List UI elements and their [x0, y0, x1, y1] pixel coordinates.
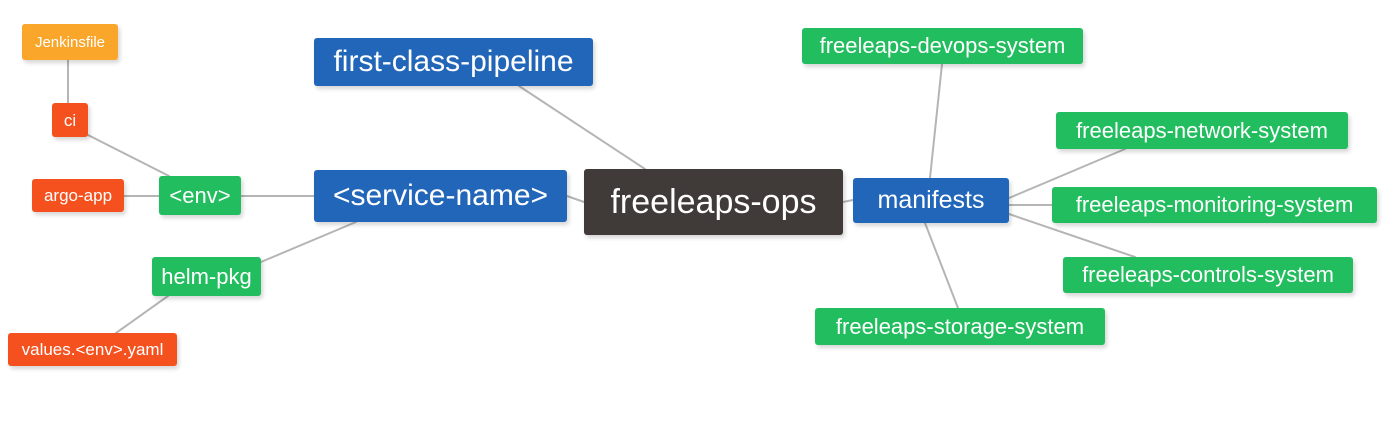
node-label-freeleaps-controls-system: freeleaps-controls-system	[1082, 262, 1334, 287]
node-first-class-pipeline[interactable]: first-class-pipeline	[314, 38, 593, 86]
node-label-values-env-yaml: values.<env>.yaml	[21, 340, 164, 359]
node-service-name[interactable]: <service-name>	[314, 170, 567, 222]
node-helm-pkg[interactable]: helm-pkg	[152, 257, 261, 296]
edge-manifests-to-freeleaps-devops-system	[929, 63, 943, 179]
edge-env-to-ci	[87, 134, 170, 177]
edge-freeleaps-ops-to-first-class-pipeline	[518, 85, 646, 170]
node-label-freeleaps-ops: freeleaps-ops	[610, 183, 817, 221]
node-label-env: <env>	[169, 182, 231, 208]
edge-freeleaps-ops-to-manifests	[842, 199, 854, 203]
node-label-helm-pkg: helm-pkg	[161, 263, 252, 289]
node-label-freeleaps-network-system: freeleaps-network-system	[1076, 117, 1328, 143]
node-label-freeleaps-monitoring-system: freeleaps-monitoring-system	[1075, 192, 1354, 217]
node-freeleaps-monitoring-system[interactable]: freeleaps-monitoring-system	[1052, 187, 1377, 223]
node-label-manifests: manifests	[877, 186, 985, 214]
node-label-first-class-pipeline: first-class-pipeline	[333, 45, 574, 78]
node-label-service-name: <service-name>	[332, 179, 549, 212]
node-label-ci: ci	[63, 110, 77, 130]
node-values-env-yaml[interactable]: values.<env>.yaml	[8, 333, 177, 366]
node-manifests[interactable]: manifests	[853, 178, 1009, 223]
node-freeleaps-network-system[interactable]: freeleaps-network-system	[1056, 112, 1348, 149]
node-label-jenkinsfile: Jenkinsfile	[34, 33, 106, 51]
edge-freeleaps-ops-to-service-name	[566, 195, 585, 203]
edge-manifests-to-freeleaps-storage-system	[924, 222, 959, 309]
node-ci[interactable]: ci	[52, 103, 88, 137]
node-label-freeleaps-devops-system: freeleaps-devops-system	[819, 33, 1066, 58]
edge-service-name-to-helm-pkg	[260, 221, 357, 263]
node-jenkinsfile[interactable]: Jenkinsfile	[22, 24, 118, 60]
node-env[interactable]: <env>	[159, 176, 241, 215]
node-argo-app[interactable]: argo-app	[32, 179, 124, 212]
node-label-argo-app: argo-app	[43, 186, 113, 205]
edge-helm-pkg-to-values-env-yaml	[115, 295, 169, 334]
node-freeleaps-storage-system[interactable]: freeleaps-storage-system	[815, 308, 1105, 345]
node-label-freeleaps-storage-system: freeleaps-storage-system	[835, 313, 1085, 339]
node-freeleaps-ops[interactable]: freeleaps-ops	[584, 169, 843, 235]
node-freeleaps-controls-system[interactable]: freeleaps-controls-system	[1063, 257, 1353, 293]
node-freeleaps-devops-system[interactable]: freeleaps-devops-system	[802, 28, 1083, 64]
